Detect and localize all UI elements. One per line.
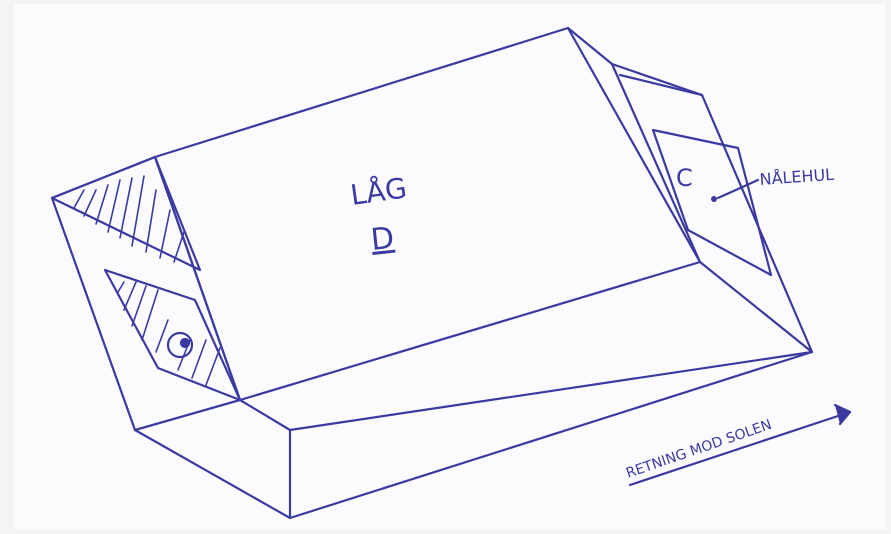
outer-box-top-edge xyxy=(610,62,704,97)
direction-arrow-head-icon xyxy=(833,403,852,426)
outer-bottom-right-edge xyxy=(288,350,814,520)
outer-bottom-left-edge xyxy=(133,428,292,520)
left-triangle-hatching xyxy=(73,175,185,263)
left-panel-inner-diamond xyxy=(103,268,242,402)
direction-arrow-line xyxy=(628,410,852,487)
viewing-hole-pupil-icon xyxy=(179,337,191,349)
left-diamond-hatching xyxy=(117,281,221,386)
lid-label-line2: D xyxy=(369,221,396,258)
paper-sheet xyxy=(14,4,886,530)
viewing-hole-icon xyxy=(166,331,194,359)
left-panel-shaded-triangle xyxy=(50,155,202,272)
pinhole-pointer-line xyxy=(716,178,760,200)
pinhole-dot-icon xyxy=(711,196,717,202)
right-panel-inner-square xyxy=(651,128,773,277)
right-panel-label: C xyxy=(676,164,693,192)
lid-label-line1: LÅG xyxy=(348,170,409,212)
